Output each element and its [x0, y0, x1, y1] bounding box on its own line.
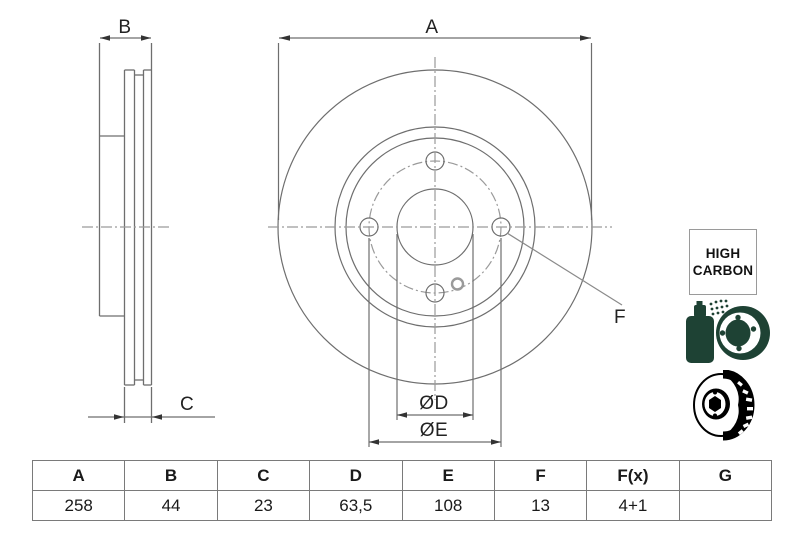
- dimensions-table: A B C D E F F(x) G 258 44 23 63,5 108 13…: [31, 460, 773, 521]
- dim-label-b: B: [118, 17, 132, 38]
- col-header-d: D: [309, 460, 403, 491]
- col-header-g: G: [678, 460, 773, 491]
- dim-label-d: ØD: [419, 393, 449, 414]
- dim-label-c: C: [180, 394, 195, 415]
- coated-disc-spray-icon: [686, 299, 770, 363]
- col-header-c: C: [216, 460, 311, 491]
- value-a: 258: [31, 490, 126, 521]
- high-carbon-badge: HIGH CARBON: [689, 229, 757, 295]
- col-header-b: B: [124, 460, 218, 491]
- value-g: [678, 490, 773, 521]
- value-f: 13: [493, 490, 588, 521]
- vented-disc-icon: [693, 370, 755, 441]
- value-fx: 4+1: [586, 490, 680, 521]
- badge-line-1: HIGH: [705, 246, 741, 261]
- dim-label-f: F: [614, 307, 627, 328]
- col-header-e: E: [401, 460, 495, 491]
- col-header-fx: F(x): [586, 460, 680, 491]
- col-header-a: A: [31, 460, 126, 491]
- value-c: 23: [216, 490, 311, 521]
- dimensions-table-header-row: A B C D E F F(x) G: [31, 460, 773, 491]
- dimensions-table-value-row: 258 44 23 63,5 108 13 4+1: [31, 490, 773, 521]
- front-view-drawing: [268, 35, 623, 447]
- side-view-drawing: [82, 35, 215, 423]
- value-e: 108: [401, 490, 495, 521]
- col-header-f: F: [493, 460, 588, 491]
- badge-line-2: CARBON: [692, 263, 754, 278]
- value-d: 63,5: [309, 490, 403, 521]
- dim-label-a: A: [425, 17, 439, 38]
- dim-label-e: ØE: [419, 420, 449, 441]
- value-b: 44: [124, 490, 218, 521]
